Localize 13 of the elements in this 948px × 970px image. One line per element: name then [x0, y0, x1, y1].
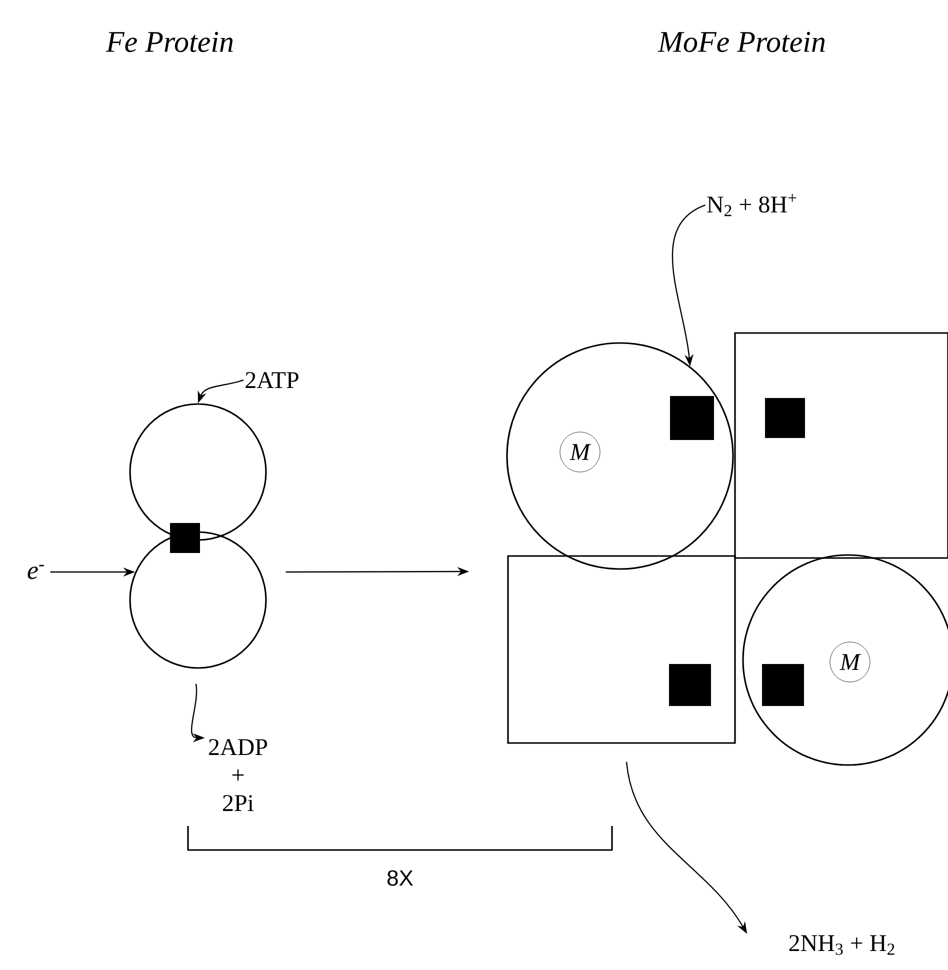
protein-box: [734, 332, 948, 559]
protein-circle: [506, 342, 734, 570]
node-text: 2ATP: [246, 372, 298, 388]
scale-label: 8X: [388, 870, 413, 886]
protein-circle: [129, 403, 267, 541]
node-text: e$^{-}$: [28, 564, 44, 580]
protein-circle: [129, 531, 267, 669]
node-text: 2NH$_{3}$ + H$_{2}$: [789, 935, 894, 955]
node-text: 2ADP + 2Pi: [209, 739, 268, 811]
protein-box: [507, 555, 736, 744]
heading: Fe Protein: [106, 32, 233, 52]
heading: MoFe Protein: [658, 32, 825, 52]
node-text: N$_{2}$ + 8H$^{+}$: [707, 194, 796, 216]
